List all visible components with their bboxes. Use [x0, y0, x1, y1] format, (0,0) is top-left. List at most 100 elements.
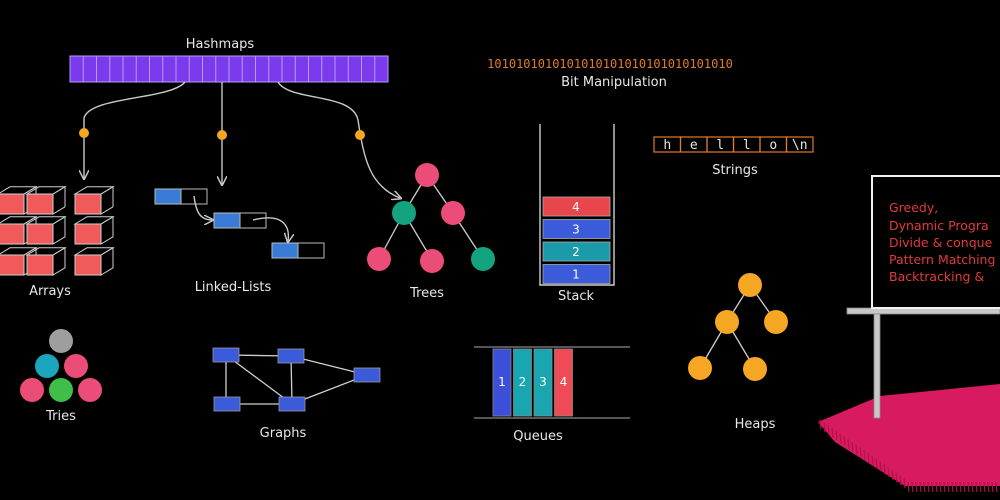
array-cell — [25, 185, 67, 215]
array-cell — [73, 215, 115, 245]
graph-vertex — [277, 348, 305, 364]
stack-value: 4 — [572, 200, 580, 214]
linked-lists-group: Linked-Lists — [154, 188, 325, 295]
tree-node — [367, 247, 391, 271]
list-pointer — [252, 217, 288, 241]
whiteboard — [871, 175, 1000, 309]
queue-value: 2 — [519, 375, 527, 389]
carpet-fringe-strand — [907, 481, 910, 493]
graphs-label: Graphs — [260, 426, 307, 441]
string-cell — [785, 136, 814, 153]
string-char: \n — [792, 138, 808, 153]
hashmap-to-trees-connector — [277, 81, 400, 198]
trees-label: Trees — [409, 286, 444, 301]
string-char: l — [716, 138, 724, 153]
carpet-fringe-strand — [971, 481, 974, 493]
carpet-fringe-strand — [959, 481, 962, 493]
carpet-fringe-strand — [975, 481, 978, 493]
carpet-fringe-strand — [995, 481, 998, 493]
bit-manipulation-label: Bit Manipulation — [561, 75, 667, 90]
heap-node — [688, 356, 712, 380]
carpet-fringe-strand — [963, 481, 966, 493]
carpet-fringe-strand — [863, 450, 866, 461]
connector-dot — [355, 130, 365, 140]
tree-node — [441, 201, 465, 225]
trie-node — [78, 378, 102, 402]
connector-dot — [217, 130, 227, 140]
carpet — [818, 384, 1000, 486]
board-line: Dynamic Progra — [889, 218, 989, 233]
tree-node — [420, 249, 444, 273]
strings-label: Strings — [712, 163, 758, 178]
array-cell — [0, 246, 38, 276]
carpet-fringe-strand — [879, 461, 882, 472]
carpet-fringe-strand — [827, 424, 830, 436]
carpet-fringe-strand — [927, 481, 930, 493]
carpet-fringe-strand — [947, 481, 950, 493]
heap-node — [743, 357, 767, 381]
graphs-group: Graphs — [212, 347, 381, 441]
board-text: Greedy, Dynamic Progra Divide & conque P… — [889, 200, 995, 284]
carpet-fringe-strand — [839, 433, 842, 444]
carpet-fringe-strand — [831, 427, 834, 438]
queue-block — [492, 348, 512, 417]
hashmap-to-arrays-connector — [84, 81, 186, 178]
board-line: Greedy, — [889, 200, 938, 215]
heaps-group: Heaps — [688, 273, 788, 432]
tree-node — [471, 247, 495, 271]
bit-string: 1010101010101010101010101010101010 — [487, 57, 733, 71]
string-char: e — [690, 138, 698, 153]
queues-label: Queues — [513, 429, 563, 444]
graph-vertex — [212, 347, 240, 363]
stack-block — [542, 264, 611, 284]
stack-block — [542, 241, 611, 262]
linked-lists-label: Linked-Lists — [195, 280, 272, 295]
tree-node — [392, 201, 416, 225]
queue-block — [533, 348, 553, 417]
connector-dot — [79, 128, 89, 138]
carpet-fringe-strand — [967, 481, 970, 493]
string-char: h — [663, 138, 671, 153]
carpet-fringe-strand — [851, 441, 854, 452]
carpet-fringe-strand — [943, 481, 946, 493]
carpet-fringe-strand — [955, 481, 958, 493]
array-cell — [25, 215, 67, 245]
board-line: Divide & conque — [889, 235, 993, 250]
heap-node — [715, 310, 739, 334]
trie-node — [20, 378, 44, 402]
carpet-fringe-strand — [871, 455, 874, 466]
board-line: Backtracking & — [889, 269, 984, 284]
carpet-fringe-strand — [903, 478, 906, 489]
stack-container — [539, 124, 615, 286]
stack-value: 3 — [572, 223, 580, 237]
bit-manipulation-group: 1010101010101010101010101010101010 Bit M… — [487, 57, 733, 90]
carpet-fringe-strand — [951, 481, 954, 493]
hashmaps-label: Hashmaps — [186, 37, 255, 52]
board-line: Pattern Matching — [889, 252, 995, 267]
board-leg — [873, 313, 881, 419]
array-cell — [73, 185, 115, 215]
list-pointer — [193, 195, 212, 220]
carpet-fringe-strand — [939, 481, 942, 493]
hashmaps-group: Hashmaps — [69, 37, 400, 198]
array-cell — [73, 246, 115, 276]
string-char: o — [769, 138, 777, 153]
carpet-fringe-strand — [919, 481, 922, 493]
array-cubes — [0, 185, 115, 276]
queue-block — [554, 348, 573, 417]
carpet-fringe-strand — [983, 481, 986, 493]
stack-block — [542, 196, 611, 217]
carpet-fringe-strand — [855, 444, 858, 455]
carpet-fringe-strand — [991, 481, 994, 493]
carpet-fringe-strand — [819, 419, 822, 430]
queue-block — [513, 348, 532, 417]
trees-group: Trees — [367, 163, 495, 301]
carpet-fringe-strand — [847, 438, 850, 450]
carpet-fringe-strand — [883, 464, 886, 475]
queue-value: 3 — [539, 375, 547, 389]
